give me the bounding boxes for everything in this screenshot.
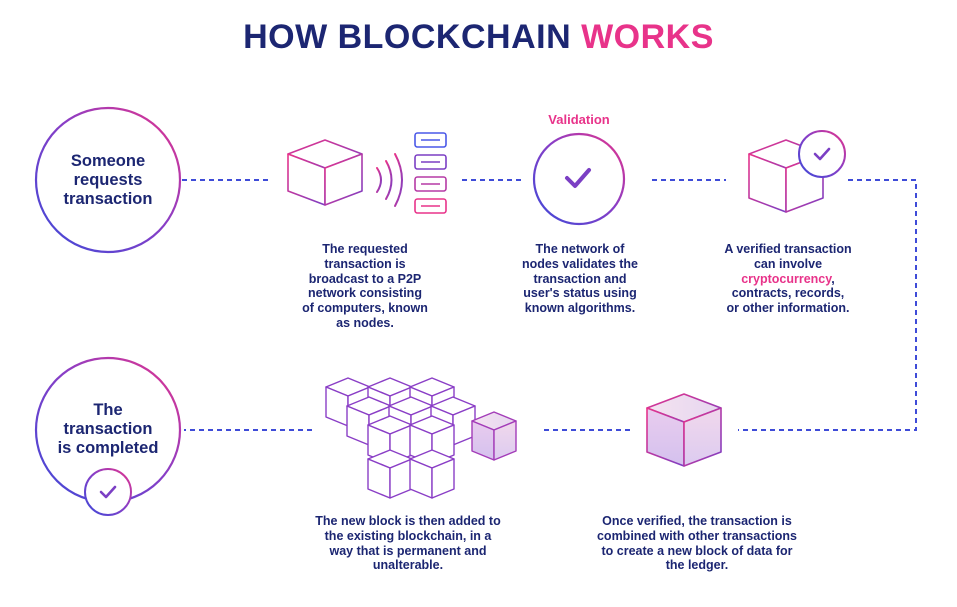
verified-description-after: , contracts, records, or other informati…: [726, 271, 850, 316]
new-block-cube-icon: [646, 393, 722, 467]
verified-cube-icon: [748, 130, 846, 213]
validation-description: The network of nodes validates the trans…: [521, 242, 638, 316]
new-block-description: Once verified, the transaction is combin…: [596, 514, 798, 573]
verified-description-before: A verified transaction can involve: [724, 242, 852, 271]
validation-label: Validation: [548, 112, 610, 127]
cube-icon: [287, 139, 363, 206]
blockchain-icon: [325, 377, 517, 499]
node-list-icon: [414, 132, 447, 214]
title-main: HOW BLOCKCHAIN: [243, 18, 572, 56]
chain-block-9: [367, 449, 413, 499]
checkmark-icon: [565, 168, 591, 188]
added-description: The new block is then added to the exist…: [315, 514, 501, 573]
completed-check-badge: [84, 468, 132, 516]
broadcast-description: The requested transaction is broadcast t…: [302, 242, 428, 330]
connector-verified-to-new-block: [738, 179, 917, 431]
page-title: HOW BLOCKCHAIN WORKS: [0, 18, 957, 57]
chain-block-10: [409, 449, 455, 499]
request-label: Someone requests transaction: [63, 152, 153, 208]
chain-new-block: [471, 411, 517, 461]
connector-lines: [182, 179, 917, 431]
chain-block-1: [325, 377, 371, 427]
signal-waves-icon: [376, 153, 403, 207]
verified-description-highlight: cryptocurrency: [741, 271, 832, 286]
completed-label: The transaction is completed: [57, 401, 159, 457]
title-accent: WORKS: [581, 18, 714, 56]
verified-description: A verified transaction can involve crypt…: [698, 242, 878, 316]
request-circle: [34, 106, 182, 254]
completed-check-icon: [99, 485, 117, 499]
